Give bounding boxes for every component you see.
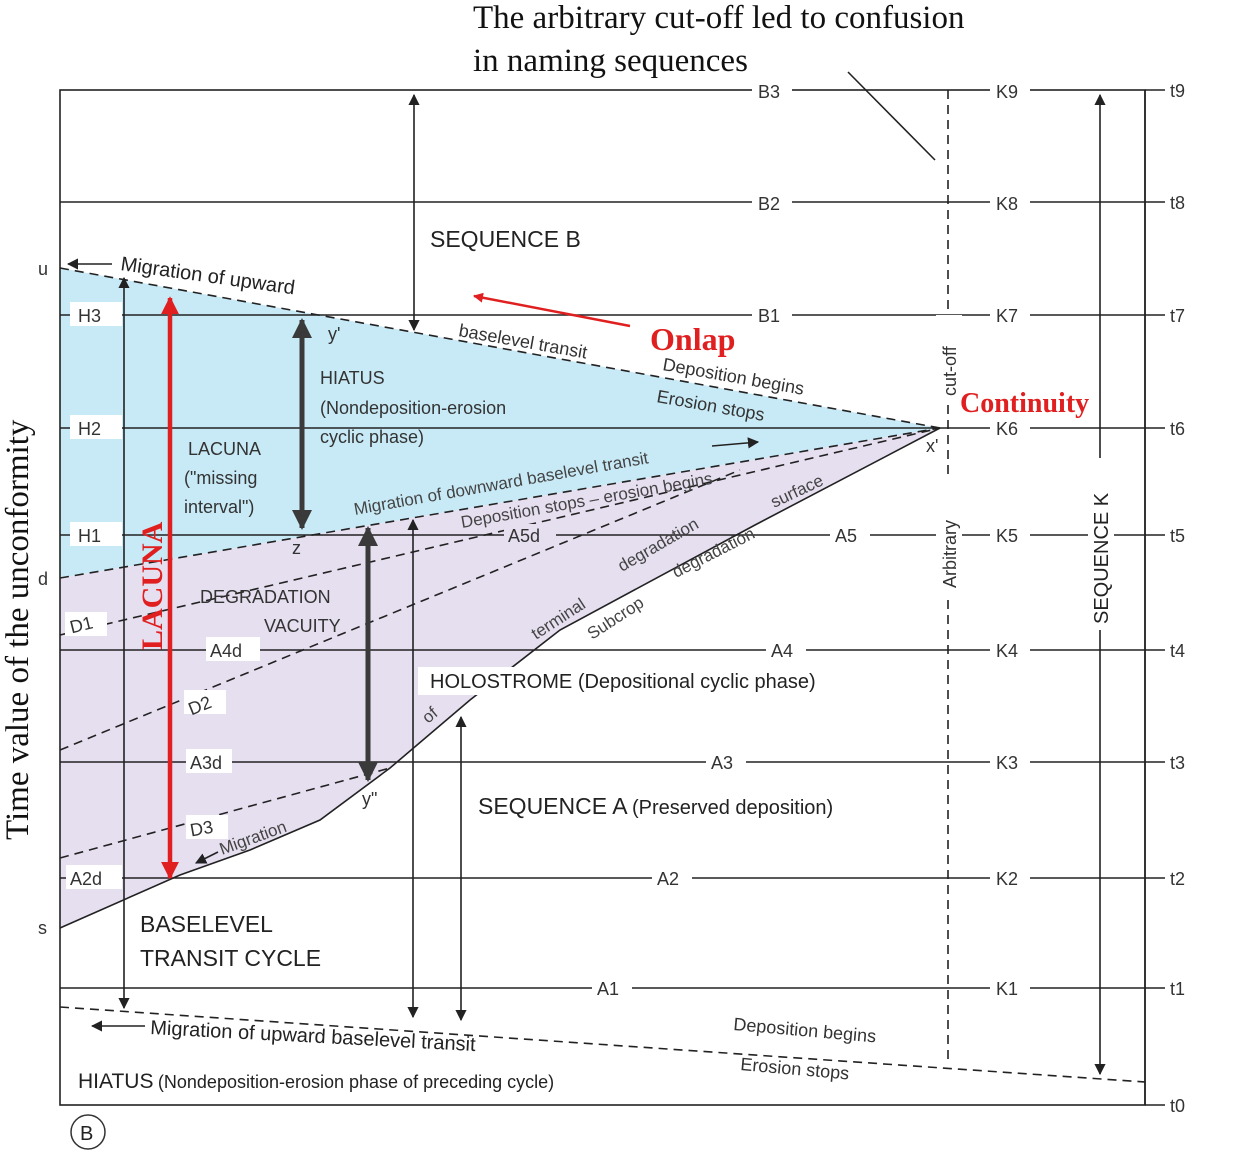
- hiatus-label-1: HIATUS: [320, 368, 385, 388]
- label-a4: A4: [771, 641, 793, 661]
- baselevel-transit-cycle-1: BASELEVEL: [140, 911, 273, 937]
- label-t4: t4: [1170, 641, 1185, 661]
- label-h2: H2: [78, 419, 101, 439]
- degradation-line-d3: [59, 767, 391, 859]
- point-x-prime: x': [926, 436, 938, 456]
- degradation-vacuity-2: VACUITY: [264, 616, 341, 636]
- label-t3: t3: [1170, 753, 1185, 773]
- point-y-double: y": [362, 789, 377, 809]
- annotation-line-2: in naming sequences: [473, 43, 748, 79]
- cut-off-label: cut-off: [940, 345, 960, 396]
- panel-label-circle: [70, 1114, 106, 1150]
- sequence-b-label: SEQUENCE B: [430, 226, 581, 252]
- label-t8: t8: [1170, 193, 1185, 213]
- migration-upward-bottom: Migration of upward baselevel transit: [150, 1017, 477, 1056]
- sequence-k-label: SEQUENCE K: [1091, 492, 1113, 624]
- label-a4d: A4d: [210, 641, 242, 661]
- label-t0: t0: [1170, 1096, 1185, 1116]
- baselevel-transit-cycle-2: TRANSIT CYCLE: [140, 945, 321, 971]
- label-k9: K9: [996, 82, 1018, 102]
- lacuna-label-1: LACUNA: [188, 439, 261, 459]
- y-axis-label: Time value of the unconformity: [0, 419, 36, 840]
- label-k2: K2: [996, 869, 1018, 889]
- tick-d: d: [38, 569, 48, 589]
- label-a2: A2: [657, 869, 679, 889]
- label-t1: t1: [1170, 979, 1185, 999]
- k-labels: K9 K8 K7 K6 K5 K4 K3 K2 K1: [990, 80, 1030, 999]
- subcrop-degradation-surface: [59, 427, 941, 929]
- label-k8: K8: [996, 194, 1018, 214]
- label-t6: t6: [1170, 419, 1185, 439]
- label-a1: A1: [597, 979, 619, 999]
- label-k5: K5: [996, 526, 1018, 546]
- label-d3: D3: [188, 817, 214, 841]
- continuity-label: Continuity: [960, 388, 1089, 419]
- lacuna-red-label: LACUNA: [136, 521, 169, 650]
- label-t2: t2: [1170, 869, 1185, 889]
- label-a5d: A5d: [508, 526, 540, 546]
- label-t7: t7: [1170, 306, 1185, 326]
- migration-downward-arrow: [711, 437, 760, 449]
- label-k7: K7: [996, 306, 1018, 326]
- panel-label: B: [80, 1123, 93, 1145]
- degradation-line-d1: [59, 427, 941, 636]
- label-a2d: A2d: [70, 869, 102, 889]
- migration-small-arrow: [194, 851, 219, 864]
- point-y-prime: y': [328, 324, 340, 344]
- downward-transit-line: [59, 427, 941, 579]
- hiatus-label-3: cyclic phase): [320, 427, 424, 447]
- label-k4: K4: [996, 641, 1018, 661]
- label-k3: K3: [996, 753, 1018, 773]
- sequence-a-label: SEQUENCE A (Preserved deposition): [478, 793, 833, 819]
- label-h1: H1: [78, 526, 101, 546]
- erosion-stops-bottom: Erosion stops: [740, 1054, 850, 1083]
- annotation-pointer: [847, 71, 936, 161]
- tick-s: s: [38, 918, 47, 938]
- label-b1: B1: [758, 306, 780, 326]
- annotation-line-1: The arbitrary cut-off led to confusion: [473, 0, 964, 36]
- lacuna-label-2: ("missing: [184, 468, 257, 488]
- time-labels: t9 t8 t7 t6 t5 t4 t3 t2 t1 t0: [1170, 81, 1185, 1116]
- point-z: z: [292, 538, 301, 558]
- onlap-red-arrow: [473, 292, 631, 328]
- arbitrary-label: Arbitrary: [940, 520, 960, 588]
- label-a5: A5: [835, 526, 857, 546]
- label-b3: B3: [758, 82, 780, 102]
- label-t9: t9: [1170, 81, 1185, 101]
- degradation-vacuity-1: DEGRADATION: [200, 587, 331, 607]
- label-h3: H3: [78, 306, 101, 326]
- holostrome-label: HOLOSTROME (Depositional cyclic phase): [430, 671, 816, 693]
- label-a3: A3: [711, 753, 733, 773]
- hiatus-region: [60, 268, 940, 578]
- time-lines: [60, 89, 1165, 1106]
- degradation-vacuity-region: [60, 428, 940, 928]
- label-t5: t5: [1170, 526, 1185, 546]
- deposition-begins-bottom: Deposition begins: [733, 1014, 877, 1046]
- tick-u: u: [38, 259, 48, 279]
- lacuna-label-3: interval"): [184, 497, 254, 517]
- lower-unconformity-line: [59, 1006, 1146, 1083]
- hiatus-bottom-label: HIATUS (Nondeposition-erosion phase of p…: [78, 1070, 554, 1093]
- label-a3d: A3d: [190, 753, 222, 773]
- label-k1: K1: [996, 979, 1018, 999]
- label-k6: K6: [996, 419, 1018, 439]
- label-b2: B2: [758, 194, 780, 214]
- onlap-label: Onlap: [650, 321, 735, 357]
- hiatus-label-2: (Nondeposition-erosion: [320, 398, 506, 418]
